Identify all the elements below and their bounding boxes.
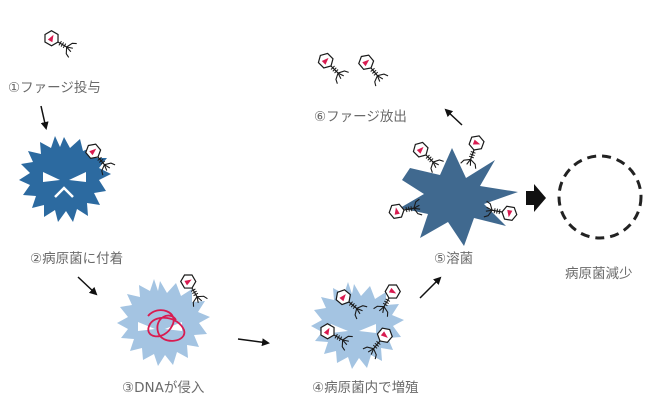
step5-label: ⑤溶菌 xyxy=(434,251,474,267)
phage-step1 xyxy=(40,26,78,59)
phage-step6-1 xyxy=(314,49,350,85)
bacterium-step3 xyxy=(117,279,210,366)
step3-label: ③DNAが侵入 xyxy=(122,380,205,396)
phage-step6-2 xyxy=(354,50,389,87)
step4-label: ④病原菌内で増殖 xyxy=(312,380,419,396)
step1-label: ①ファージ投与 xyxy=(8,80,101,96)
arrow-5-6 xyxy=(444,108,463,126)
step2-label: ②病原菌に付着 xyxy=(30,251,124,267)
arrow-4-5 xyxy=(419,276,442,299)
phage-released-2 xyxy=(460,132,488,170)
bacterium-step2 xyxy=(19,136,111,222)
lysed-bacterium-burst xyxy=(400,148,518,246)
phage-released-1 xyxy=(409,138,445,174)
step6-label: ⑥ファージ放出 xyxy=(314,109,407,125)
arrow-3-4 xyxy=(237,338,270,347)
empty-circle xyxy=(557,154,643,240)
bacterium-step4 xyxy=(311,282,404,369)
result-arrow xyxy=(526,184,546,212)
arrow-2-3 xyxy=(77,276,98,296)
arrow-1-2 xyxy=(40,105,49,130)
result-label: 病原菌減少 xyxy=(565,266,633,282)
